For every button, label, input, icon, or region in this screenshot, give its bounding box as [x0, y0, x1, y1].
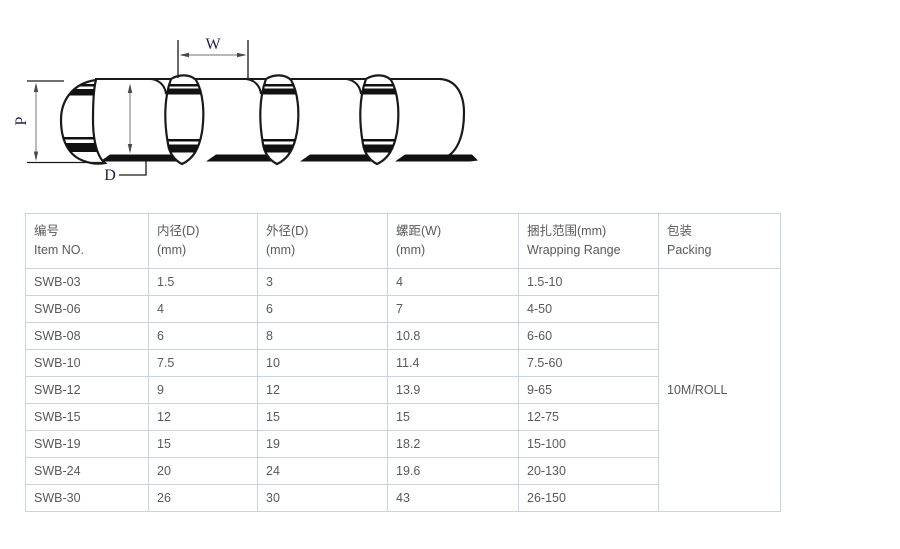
dimension-p: P [13, 80, 105, 164]
outer-diameter: 30 [257, 484, 388, 512]
outer-diameter: 8 [257, 322, 388, 350]
pitch: 10.8 [387, 322, 519, 350]
wrapping-range: 15-100 [518, 430, 659, 458]
outer-diameter: 12 [257, 376, 388, 404]
inner-diameter: 26 [148, 484, 258, 512]
inner-diameter: 4 [148, 295, 258, 323]
table-row: SWB-30 26 30 43 26-150 [25, 484, 781, 512]
inner-diameter: 9 [148, 376, 258, 404]
band-bottom-bar [100, 154, 185, 162]
pitch: 19.6 [387, 457, 519, 485]
pitch: 7 [387, 295, 519, 323]
item-no: SWB-30 [25, 484, 149, 512]
label-p: P [13, 116, 30, 125]
item-no: SWB-15 [25, 403, 149, 431]
coil-3 [259, 74, 300, 166]
outer-diameter: 15 [257, 403, 388, 431]
pitch: 15 [387, 403, 519, 431]
outer-diameter: 19 [257, 430, 388, 458]
item-no: SWB-10 [25, 349, 149, 377]
col-header-outer-diameter: 外径(D)(mm) [257, 213, 388, 269]
pitch: 18.2 [387, 430, 519, 458]
coil-2 [164, 74, 205, 166]
dimension-d: D [104, 83, 147, 184]
wrapping-range: 26-150 [518, 484, 659, 512]
inner-diameter: 12 [148, 403, 258, 431]
label-w: W [205, 36, 221, 53]
inner-diameter: 20 [148, 457, 258, 485]
col-header-pitch: 螺距(W)(mm) [387, 213, 519, 269]
table-row: SWB-03 1.5 3 4 1.5-10 10M/ROLL [25, 268, 781, 512]
wrapping-range: 9-65 [518, 376, 659, 404]
dimension-w: W [177, 36, 249, 78]
packing-cell: 10M/ROLL [658, 268, 781, 512]
item-no: SWB-24 [25, 457, 149, 485]
pitch: 43 [387, 484, 519, 512]
wrapping-range: 12-75 [518, 403, 659, 431]
item-no: SWB-12 [25, 376, 149, 404]
item-no: SWB-03 [25, 268, 149, 296]
band-end-curl [439, 77, 466, 159]
table-row: SWB-15 12 15 15 12-75 [25, 403, 781, 431]
inner-diameter: 6 [148, 322, 258, 350]
wrapping-range: 1.5-10 [518, 268, 659, 296]
table-row: SWB-08 6 8 10.8 6-60 [25, 322, 781, 350]
item-no: SWB-19 [25, 430, 149, 458]
coil-1 [59, 78, 108, 165]
item-no: SWB-06 [25, 295, 149, 323]
coil-4 [359, 74, 400, 166]
outer-diameter: 10 [257, 349, 388, 377]
item-no: SWB-08 [25, 322, 149, 350]
inner-diameter: 15 [148, 430, 258, 458]
wrapping-range: 7.5-60 [518, 349, 659, 377]
table-row: SWB-06 4 6 7 4-50 [25, 295, 781, 323]
table-row: SWB-12 9 12 13.9 9-65 [25, 376, 781, 404]
band-bottom-bar [395, 154, 478, 162]
label-d: D [104, 167, 116, 184]
col-header-inner-diameter: 内径(D)(mm) [148, 213, 258, 269]
wrapping-range: 4-50 [518, 295, 659, 323]
wrapping-range: 20-130 [518, 457, 659, 485]
pitch: 4 [387, 268, 519, 296]
wrapping-range: 6-60 [518, 322, 659, 350]
band-bottom-bar [206, 154, 280, 162]
pitch: 11.4 [387, 349, 519, 377]
outer-diameter: 3 [257, 268, 388, 296]
pitch: 13.9 [387, 376, 519, 404]
band-bottom-bar [300, 154, 380, 162]
inner-diameter: 7.5 [148, 349, 258, 377]
table-row: SWB-19 15 19 18.2 15-100 [25, 430, 781, 458]
outer-diameter: 6 [257, 295, 388, 323]
spiral-wrap-diagram: P W D [13, 36, 478, 184]
inner-diameter: 1.5 [148, 268, 258, 296]
col-header-wrapping-range: 捆扎范围(mm)Wrapping Range [518, 213, 659, 269]
table-row: SWB-10 7.5 10 11.4 7.5-60 [25, 349, 781, 377]
outer-diameter: 24 [257, 457, 388, 485]
